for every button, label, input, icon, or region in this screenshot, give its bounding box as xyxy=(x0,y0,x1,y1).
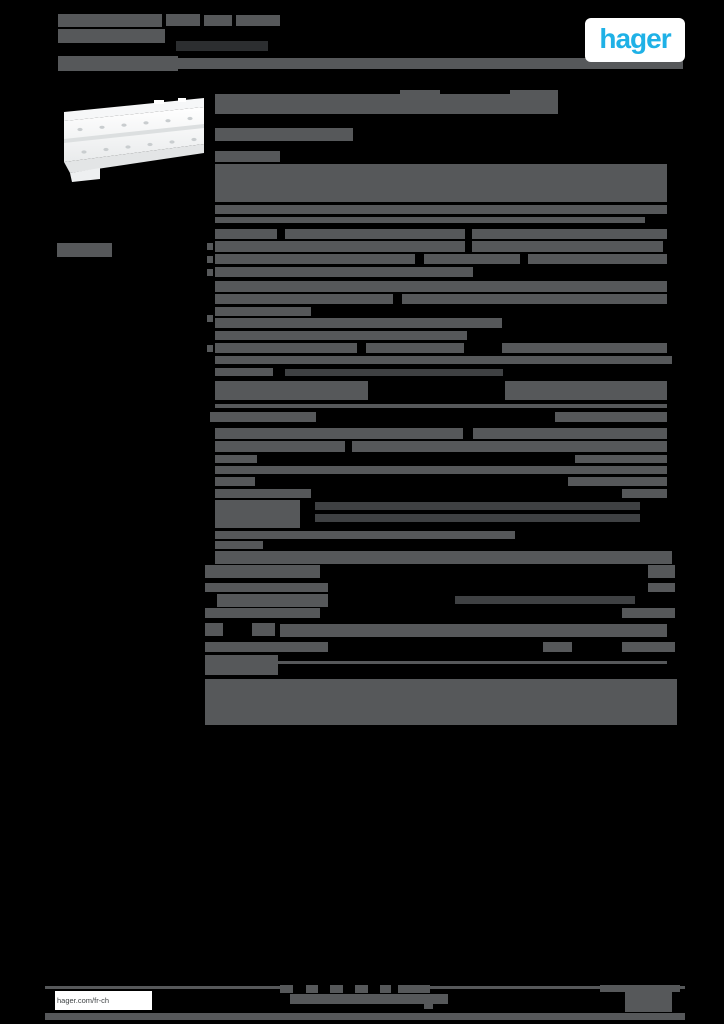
redaction-bar xyxy=(293,985,306,993)
redaction-bar xyxy=(278,661,667,664)
redaction-bar xyxy=(215,368,273,376)
redaction-bar xyxy=(215,94,558,114)
redaction-bar xyxy=(215,205,667,214)
footer-website-link[interactable]: hager.com/fr-ch xyxy=(55,991,152,1010)
redaction-bar xyxy=(391,985,398,993)
redaction-bar xyxy=(215,307,311,316)
redaction-bar xyxy=(215,217,645,223)
redaction-bar xyxy=(285,229,465,239)
redaction-bar xyxy=(217,594,328,607)
list-bullet xyxy=(207,345,213,352)
redaction-bar xyxy=(290,994,448,1004)
redaction-bar xyxy=(648,583,675,592)
redaction-bar xyxy=(625,992,672,1012)
redaction-bar xyxy=(215,343,357,353)
product-image xyxy=(58,86,210,198)
redaction-bar xyxy=(315,502,640,510)
redaction-bar xyxy=(510,90,558,95)
redaction-bar xyxy=(280,624,667,637)
redaction-bar xyxy=(215,381,368,400)
redaction-bar xyxy=(215,128,353,141)
redaction-bar xyxy=(285,369,503,376)
redaction-bar xyxy=(366,343,464,353)
redaction-bar xyxy=(215,477,255,486)
redaction-bar xyxy=(205,623,223,636)
redaction-bar xyxy=(45,1013,685,1020)
redaction-bar xyxy=(424,254,520,264)
redaction-bar xyxy=(178,58,683,69)
redaction-bar xyxy=(205,608,320,618)
redaction-bar xyxy=(205,565,320,578)
redaction-bar xyxy=(622,489,667,498)
redaction-bar xyxy=(215,356,672,364)
redaction-bar xyxy=(528,254,667,264)
redaction-bar xyxy=(502,343,667,353)
redaction-bar xyxy=(215,318,502,328)
redaction-bar xyxy=(352,441,667,452)
redaction-bar xyxy=(215,241,465,252)
redaction-bar xyxy=(600,985,680,992)
redaction-bar xyxy=(215,281,667,292)
redaction-bar xyxy=(166,14,200,26)
redaction-bar xyxy=(215,441,345,452)
redaction-bar xyxy=(215,229,277,239)
list-bullet xyxy=(207,315,213,322)
redaction-bar xyxy=(315,514,640,522)
redaction-bar xyxy=(568,477,667,486)
redaction-bar xyxy=(455,596,635,604)
redaction-bar xyxy=(622,642,675,652)
redaction-bar xyxy=(424,1004,433,1009)
list-bullet xyxy=(207,256,213,263)
redaction-bar xyxy=(215,455,257,463)
redaction-bar xyxy=(176,41,268,51)
redaction-bar xyxy=(215,531,515,539)
redaction-bar xyxy=(368,985,380,993)
redaction-bar xyxy=(215,294,393,304)
rail-profile-graphic xyxy=(64,98,204,182)
redaction-bar xyxy=(215,331,467,340)
redaction-bar xyxy=(343,985,355,993)
redaction-bar xyxy=(555,412,667,422)
redaction-bar xyxy=(204,15,232,26)
redaction-bar xyxy=(205,642,328,652)
redaction-bar xyxy=(215,164,667,202)
redaction-bar xyxy=(58,29,165,43)
redaction-bar xyxy=(58,14,162,27)
redaction-bar xyxy=(58,56,178,71)
redaction-bar xyxy=(215,500,300,528)
redaction-bar xyxy=(215,428,463,439)
redaction-bar xyxy=(280,985,430,993)
hager-logo: hager xyxy=(585,18,685,62)
redaction-bar xyxy=(505,381,667,400)
redaction-bar xyxy=(210,412,316,422)
redaction-bar xyxy=(472,241,663,252)
redaction-bar xyxy=(400,90,440,95)
redaction-bar xyxy=(236,15,280,26)
redaction-bar xyxy=(318,985,330,993)
redaction-bar xyxy=(575,455,667,463)
redaction-bar xyxy=(252,623,275,636)
redaction-bar xyxy=(205,679,677,725)
redaction-bar xyxy=(215,541,263,549)
hager-logo-text: hager xyxy=(599,23,671,54)
redaction-bar xyxy=(215,551,672,564)
redaction-bar xyxy=(215,151,280,162)
redaction-bar xyxy=(215,404,667,408)
redaction-bar xyxy=(622,608,675,618)
list-bullet xyxy=(207,269,213,276)
redaction-bar xyxy=(215,466,667,474)
redaction-bar xyxy=(402,294,667,304)
redaction-bar xyxy=(473,428,667,439)
list-bullet xyxy=(207,243,213,250)
redaction-bar xyxy=(215,489,311,498)
redaction-bar xyxy=(215,254,415,264)
redaction-bar xyxy=(205,583,328,592)
redaction-bar xyxy=(543,642,572,652)
redaction-bar xyxy=(472,229,667,239)
redaction-bar xyxy=(205,655,278,675)
redaction-bar xyxy=(215,267,473,277)
redaction-bar xyxy=(648,565,675,578)
redaction-bar xyxy=(57,243,112,257)
